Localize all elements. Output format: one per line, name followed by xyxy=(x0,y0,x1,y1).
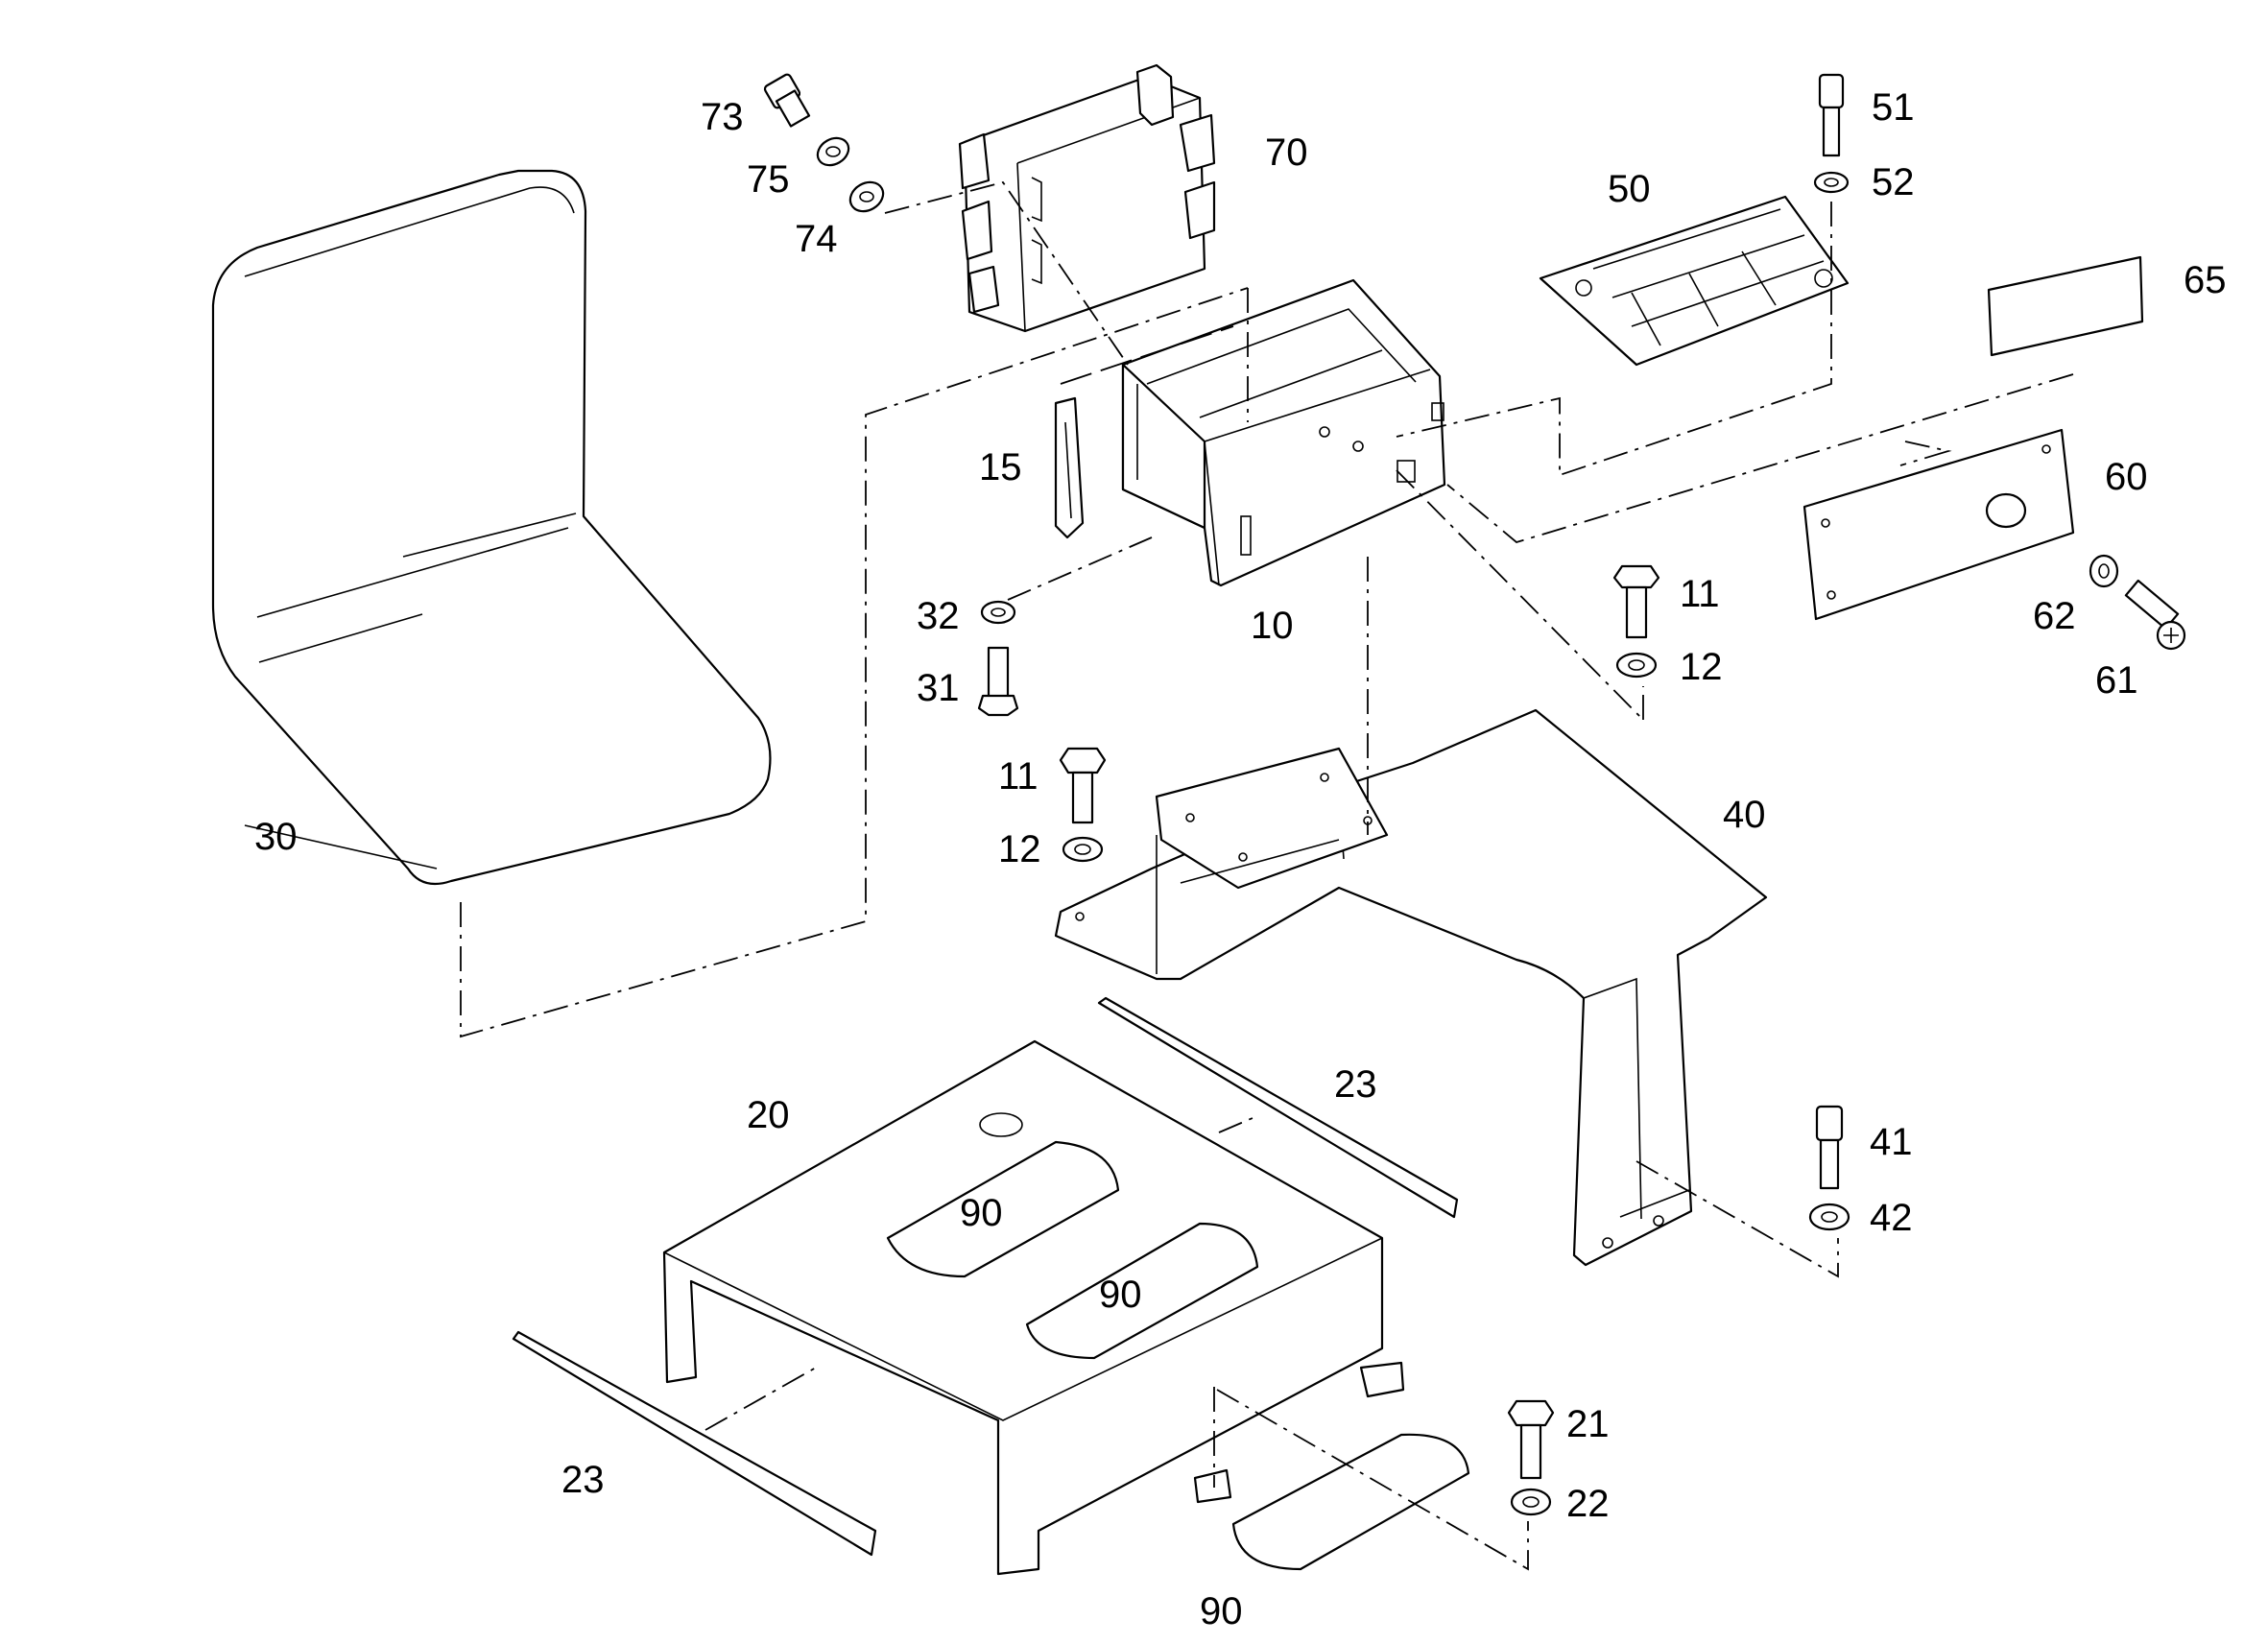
callout-74: 74 xyxy=(795,218,838,260)
callout-12-left: 12 xyxy=(998,828,1041,870)
callout-65: 65 xyxy=(2184,259,2227,301)
support-stand-part-40 xyxy=(1054,708,1768,1267)
bolt-part-11-left xyxy=(1059,747,1107,824)
callout-61: 61 xyxy=(2095,659,2138,702)
screw-part-51 xyxy=(1818,73,1845,157)
callout-52: 52 xyxy=(1872,161,1915,203)
callout-30: 30 xyxy=(254,816,298,858)
callout-75: 75 xyxy=(747,158,790,201)
callout-40: 40 xyxy=(1723,794,1766,836)
washer-part-74 xyxy=(848,180,885,213)
callout-23-upper: 23 xyxy=(1334,1063,1377,1106)
screw-part-73 xyxy=(763,73,811,128)
pad-part-90 xyxy=(1231,1433,1470,1571)
callout-32: 32 xyxy=(917,595,960,637)
transformer-part-70 xyxy=(958,63,1216,333)
bolt-part-21 xyxy=(1507,1399,1555,1480)
washer-part-22 xyxy=(1510,1488,1552,1516)
callout-60: 60 xyxy=(2105,456,2148,498)
strip-part-23-upper xyxy=(1097,996,1459,1219)
callout-10: 10 xyxy=(1251,605,1294,647)
screw-part-61 xyxy=(2124,579,2186,651)
circuit-board-part-50 xyxy=(1539,195,1850,367)
washer-part-75 xyxy=(816,136,850,167)
screw-part-41 xyxy=(1815,1105,1844,1190)
washer-part-52 xyxy=(1813,171,1850,194)
callout-11-right: 11 xyxy=(1680,573,1720,615)
callout-31: 31 xyxy=(917,667,960,709)
callout-51: 51 xyxy=(1872,86,1915,129)
housing-part-10 xyxy=(1121,278,1446,587)
washer-part-12-left xyxy=(1062,836,1104,863)
label-part-65 xyxy=(1987,255,2144,357)
callout-22: 22 xyxy=(1566,1483,1610,1525)
callout-12-right: 12 xyxy=(1680,646,1723,688)
callout-23-lower: 23 xyxy=(561,1459,605,1501)
callout-50: 50 xyxy=(1608,168,1651,210)
strip-part-23-lower xyxy=(512,1330,877,1557)
callout-90-lower: 90 xyxy=(1200,1590,1243,1632)
assembly-center-lines xyxy=(460,180,2074,1571)
bracket-part-15 xyxy=(1054,396,1085,539)
callout-labels: 73 75 74 70 51 52 50 65 15 60 32 10 11 1… xyxy=(254,86,2227,1632)
washer-part-12-right xyxy=(1615,652,1658,679)
bolt-part-11-right xyxy=(1612,564,1660,639)
callout-70: 70 xyxy=(1265,131,1308,174)
callout-90-middle: 90 xyxy=(1099,1274,1142,1316)
callout-73: 73 xyxy=(701,96,744,138)
bolt-part-31 xyxy=(977,646,1019,717)
washer-part-62 xyxy=(2089,554,2119,588)
callout-15: 15 xyxy=(979,446,1022,488)
callout-20: 20 xyxy=(747,1094,790,1136)
callout-62: 62 xyxy=(2033,595,2076,637)
callout-90-upper: 90 xyxy=(960,1192,1003,1234)
callout-42: 42 xyxy=(1870,1197,1913,1239)
washer-part-42 xyxy=(1808,1203,1850,1231)
seat-cushion-part-30 xyxy=(211,169,772,886)
washer-part-32 xyxy=(980,600,1016,625)
callout-21: 21 xyxy=(1566,1403,1610,1445)
front-plate-part-60 xyxy=(1802,428,2075,621)
base-cover-part-20 xyxy=(662,1039,1405,1576)
callout-41: 41 xyxy=(1870,1121,1913,1163)
callout-11-left: 11 xyxy=(998,755,1039,798)
